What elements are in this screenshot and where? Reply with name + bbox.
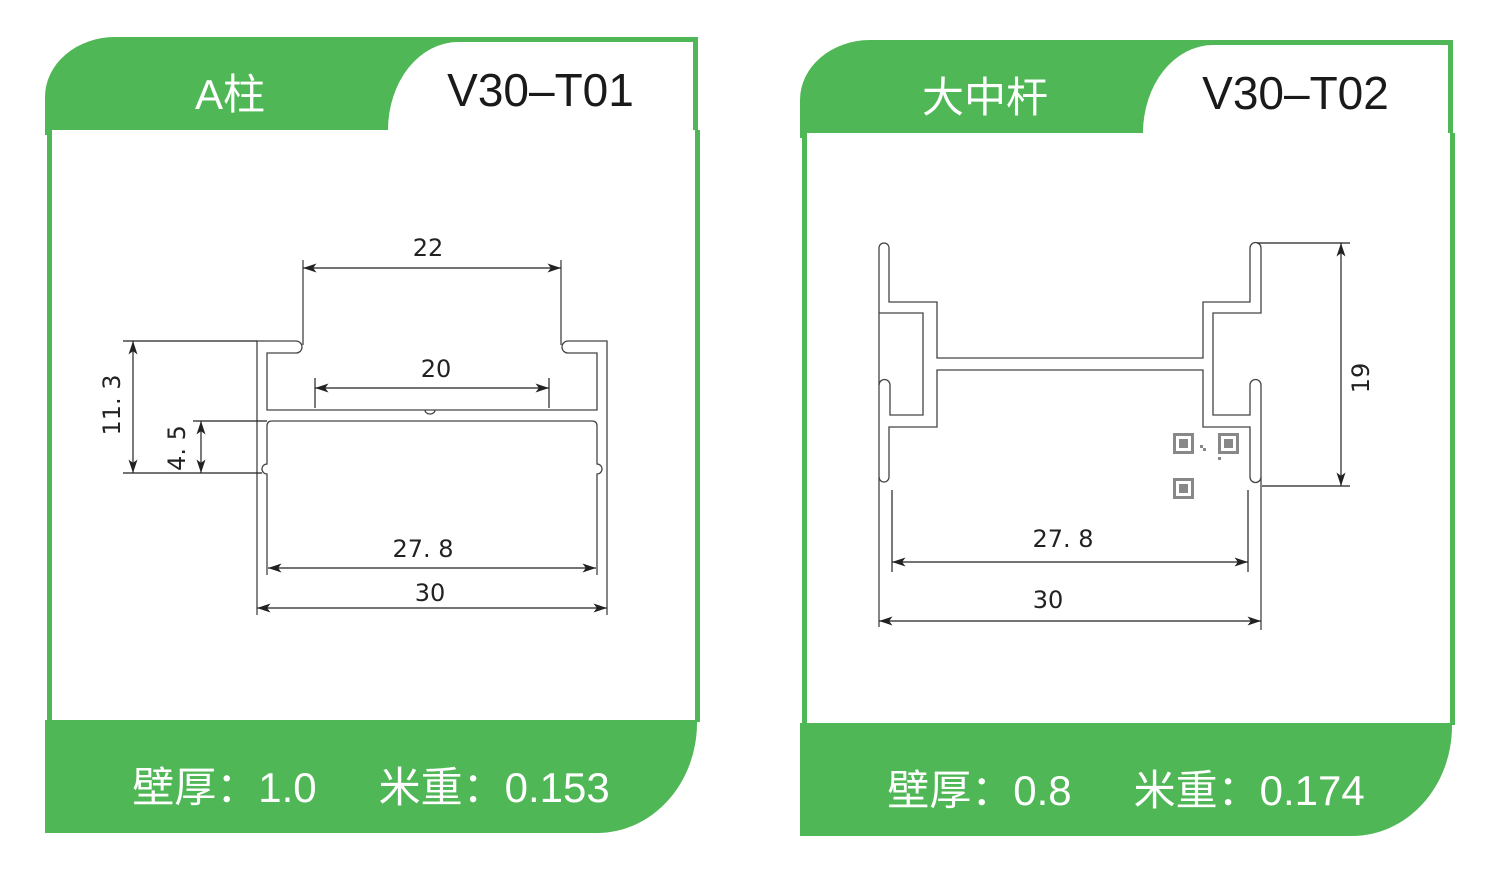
card-footer: 壁厚：0.8 米重：0.174 <box>800 723 1452 836</box>
wall-thickness-label: 壁厚： <box>132 764 259 811</box>
spec-line: 壁厚：0.8 米重：0.174 <box>800 757 1452 818</box>
product-name: A柱 <box>194 71 265 118</box>
card-footer: 壁厚：1.0 米重：0.153 <box>45 720 697 833</box>
product-code: V30–T02 <box>1202 67 1389 119</box>
wall-thickness-label: 壁厚： <box>887 767 1014 814</box>
product-card-middle-rail: 大中杆 V30–T02 壁厚：0.8 米重：0.174 <box>800 40 1455 837</box>
product-code-tab <box>388 42 693 130</box>
meter-weight-value: 0.174 <box>1259 767 1365 814</box>
drawing-area <box>47 130 700 722</box>
drawing-area <box>802 133 1455 725</box>
product-card-a-pillar: A柱 V30–T01 壁厚：1.0 米重：0.153 <box>45 37 700 834</box>
spec-line: 壁厚：1.0 米重：0.153 <box>45 754 697 815</box>
meter-weight-label: 米重： <box>1133 767 1260 814</box>
wall-thickness-value: 0.8 <box>1013 767 1072 814</box>
wall-thickness-value: 1.0 <box>258 764 317 811</box>
product-code: V30–T01 <box>447 64 634 116</box>
product-code-tab <box>1143 45 1448 133</box>
product-name: 大中杆 <box>921 74 1048 121</box>
meter-weight-label: 米重： <box>378 764 505 811</box>
meter-weight-value: 0.153 <box>504 764 610 811</box>
